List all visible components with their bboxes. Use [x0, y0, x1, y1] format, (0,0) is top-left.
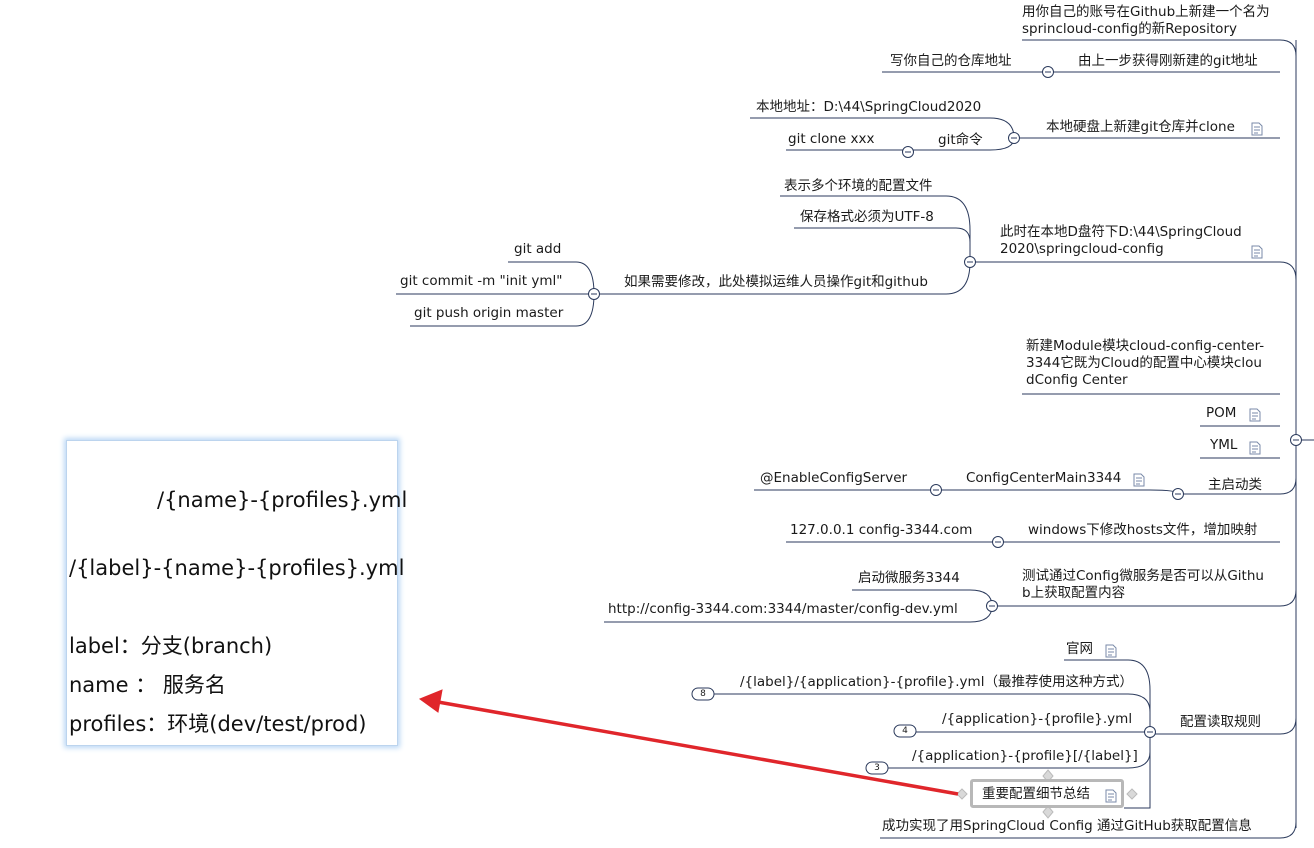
collapsed-count[interactable]: 3 — [874, 763, 880, 773]
node-local-dir[interactable]: 此时在本地D盘符下D:\44\SpringCloud2020\springclo… — [1000, 224, 1242, 257]
node-rule1[interactable]: /{label}/{application}-{profile}.yml（最推荐… — [740, 674, 1133, 690]
node-new-module[interactable]: 新建Module模块cloud-config-center-3344它既为Clo… — [1026, 338, 1265, 388]
node-git-clone[interactable]: git clone xxx — [788, 131, 875, 147]
callout-line: name ： 服务名 — [69, 673, 226, 697]
collapsed-count[interactable]: 4 — [902, 726, 908, 736]
node-git-add[interactable]: git add — [514, 241, 562, 257]
note-icon[interactable] — [1132, 472, 1146, 487]
node-test-url[interactable]: http://config-3344.com:3344/master/confi… — [608, 601, 958, 617]
collapsed-count-pill — [865, 761, 889, 775]
note-icon[interactable] — [1250, 121, 1264, 136]
node-local-clone[interactable]: 本地硬盘上新建git仓库并clone — [1046, 119, 1235, 135]
node-repo-create[interactable]: 用你自己的账号在Github上新建一个名为sprincloud-config的新… — [1022, 4, 1270, 37]
collapsed-count-pill — [691, 687, 715, 701]
node-hosts-entry[interactable]: 127.0.0.1 config-3344.com — [790, 522, 973, 538]
node-rule2[interactable]: /{application}-{profile}.yml — [942, 711, 1133, 727]
collapsed-count[interactable]: 8 — [700, 689, 706, 699]
collapsed-count-pill — [893, 724, 917, 738]
node-local-path[interactable]: 本地地址：D:\44\SpringCloud2020 — [756, 99, 982, 115]
node-enable-server[interactable]: @EnableConfigServer — [760, 470, 908, 486]
summary-node[interactable] — [970, 779, 1124, 808]
node-start-service[interactable]: 启动微服务3344 — [858, 570, 960, 586]
callout-line: profiles：环境(dev/test/prod) — [69, 712, 367, 736]
node-git-command[interactable]: git命令 — [938, 132, 983, 148]
node-read-rules[interactable]: 配置读取规则 — [1180, 714, 1261, 730]
node-git-address[interactable]: 由上一步获得刚新建的git地址 — [1078, 53, 1258, 69]
node-hosts[interactable]: windows下修改hosts文件，增加映射 — [1028, 522, 1258, 538]
node-write-repo[interactable]: 写你自己的仓库地址 — [890, 53, 1012, 69]
node-yml[interactable]: YML — [1210, 437, 1238, 453]
note-icon[interactable] — [1104, 643, 1118, 658]
callout-line: /{label}-{name}-{profiles}.yml — [69, 556, 405, 580]
node-utf8[interactable]: 保存格式必须为UTF-8 — [800, 209, 934, 225]
node-multi-env[interactable]: 表示多个环境的配置文件 — [784, 178, 933, 194]
node-success[interactable]: 成功实现了用SpringCloud Config 通过GitHub获取配置信息 — [882, 818, 1252, 834]
note-icon[interactable] — [1248, 407, 1262, 422]
callout-line: /{name}-{profiles}.yml — [157, 488, 408, 512]
red-arrow — [418, 689, 959, 796]
node-rule3[interactable]: /{application}-{profile}[/{label}] — [912, 748, 1138, 764]
node-summary[interactable]: 重要配置细节总结 — [982, 786, 1090, 802]
summary-callout: /{name}-{profiles}.yml /{label}-{name}-{… — [66, 440, 407, 746]
node-main-name[interactable]: ConfigCenterMain3344 — [966, 470, 1122, 486]
node-main-class[interactable]: 主启动类 — [1208, 477, 1262, 493]
callout-line: label：分支(branch) — [69, 634, 273, 658]
note-icon[interactable] — [1250, 244, 1264, 259]
node-official[interactable]: 官网 — [1066, 641, 1093, 657]
node-git-push[interactable]: git push origin master — [414, 305, 564, 321]
note-icon[interactable] — [1248, 440, 1262, 455]
node-pom[interactable]: POM — [1206, 405, 1237, 421]
note-icon[interactable] — [1104, 788, 1118, 803]
node-modify-note[interactable]: 如果需要修改，此处模拟运维人员操作git和github — [624, 274, 928, 290]
node-git-commit[interactable]: git commit -m "init yml" — [400, 273, 563, 289]
node-test[interactable]: 测试通过Config微服务是否可以从Github上获取配置内容 — [1022, 568, 1264, 601]
